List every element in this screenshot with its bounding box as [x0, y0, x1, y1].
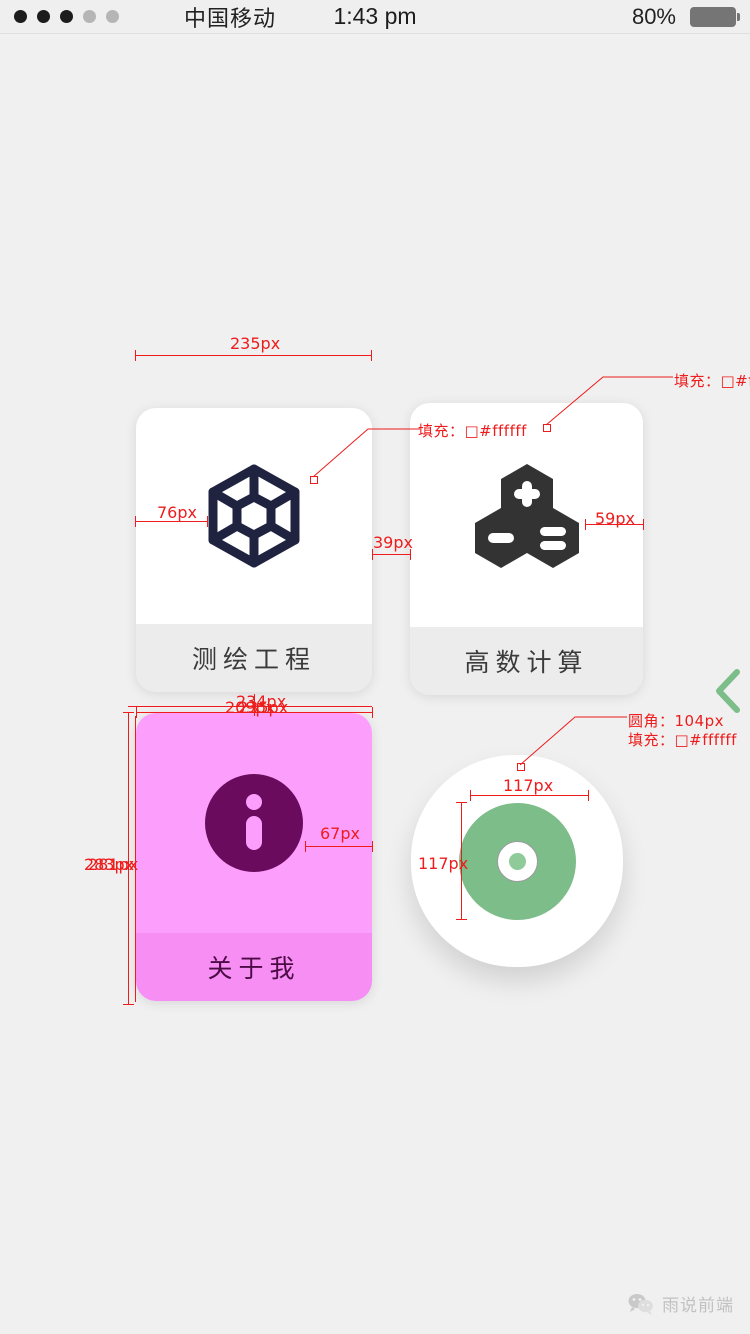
measure-line-card-gap [372, 554, 410, 555]
signal-strength-dots [14, 10, 184, 23]
measure-line-about-width-b [128, 706, 372, 707]
measure-tick [372, 707, 373, 718]
measure-tick [207, 516, 208, 527]
measure-tick [135, 516, 136, 527]
status-bar-right: 80% [631, 3, 740, 30]
measure-tick [410, 549, 411, 560]
watermark: 雨说前端 [628, 1291, 734, 1316]
nav-prev-button[interactable] [712, 668, 744, 714]
carrier-name: 中国移动 [184, 5, 277, 31]
measure-tick [585, 519, 586, 530]
card-survey-body [136, 408, 372, 624]
signal-dot-4 [83, 10, 96, 23]
callout-label-record-fill: 填充：□#ffffff [628, 731, 737, 749]
callout-line-survey-fill [312, 428, 420, 478]
measure-label-about-width-c: 235px [238, 698, 289, 717]
card-record[interactable] [411, 755, 623, 967]
measure-tick [643, 519, 644, 530]
signal-dot-3 [60, 10, 73, 23]
measure-line-about-height-a [128, 712, 129, 1005]
measure-line-disc-height [461, 802, 462, 919]
card-survey-label: 测绘工程 [136, 624, 372, 692]
card-about-label: 关于我 [136, 933, 372, 1001]
measure-label-card-width: 235px [230, 334, 281, 353]
info-circle-icon [205, 774, 303, 872]
calculator-hexagons-icon [474, 464, 579, 568]
measure-tick [372, 841, 373, 852]
status-bar: 中国移动 1:43 pm 80% [0, 0, 750, 34]
card-about[interactable]: 关于我 [136, 713, 372, 1001]
record-disc-icon [458, 802, 576, 920]
measure-label-about-height-a: 283px [84, 855, 135, 874]
measure-label-disc-width: 117px [503, 776, 554, 795]
measure-tick [588, 790, 589, 801]
battery-percent-label: 80% [631, 3, 676, 29]
measure-label-card-gap: 39px [373, 533, 413, 552]
measure-line-disc-width [470, 795, 588, 796]
measure-line-about-icon-right [305, 846, 372, 847]
measure-tick [123, 1004, 134, 1005]
card-about-body [136, 713, 372, 933]
measure-label-math-icon-right: 59px [595, 509, 635, 528]
card-survey[interactable]: 测绘工程 [136, 408, 372, 692]
hexagon-cube-icon [208, 464, 300, 568]
measure-label-about-height-b: 281px [88, 855, 139, 874]
signal-dot-2 [37, 10, 50, 23]
measure-tick [470, 790, 471, 801]
callout-label-record-radius: 圆角：104px [628, 712, 725, 730]
measure-tick [136, 707, 137, 718]
measure-tick [135, 350, 136, 361]
measure-tick [123, 712, 134, 713]
card-math[interactable]: 高数计算 [410, 403, 643, 695]
measure-label-icon-left: 76px [157, 503, 197, 522]
record-pin [508, 852, 526, 870]
measure-line-icon-left [135, 521, 207, 522]
measure-tick [456, 802, 467, 803]
measure-line-about-height-b [135, 716, 136, 1002]
chevron-left-icon [716, 669, 740, 713]
measure-tick [254, 694, 255, 716]
callout-line-record [519, 716, 627, 766]
measure-label-about-width-a: 234px [236, 692, 287, 711]
watermark-text: 雨说前端 [662, 1296, 734, 1315]
measure-tick [371, 350, 372, 361]
measure-line-card-width [135, 355, 372, 356]
measure-label-about-icon-right: 67px [320, 824, 360, 843]
measure-line-math-icon-right [585, 524, 643, 525]
callout-label-math-fill: 填充：□#ffffff [674, 372, 750, 390]
measure-label-about-width-b: 209px [225, 698, 276, 717]
card-math-label: 高数计算 [410, 627, 643, 695]
battery-icon [690, 6, 740, 27]
wechat-icon [628, 1293, 653, 1315]
callout-label-survey-fill: 填充：□#ffffff [418, 422, 527, 440]
signal-dot-1 [14, 10, 27, 23]
measure-tick [305, 841, 306, 852]
card-math-body [410, 403, 643, 627]
measure-tick [372, 549, 373, 560]
signal-dot-5 [106, 10, 119, 23]
callout-line-math-fill [545, 376, 673, 426]
measure-tick [456, 919, 467, 920]
record-hole [496, 840, 538, 882]
measure-label-disc-height: 117px [418, 854, 469, 873]
